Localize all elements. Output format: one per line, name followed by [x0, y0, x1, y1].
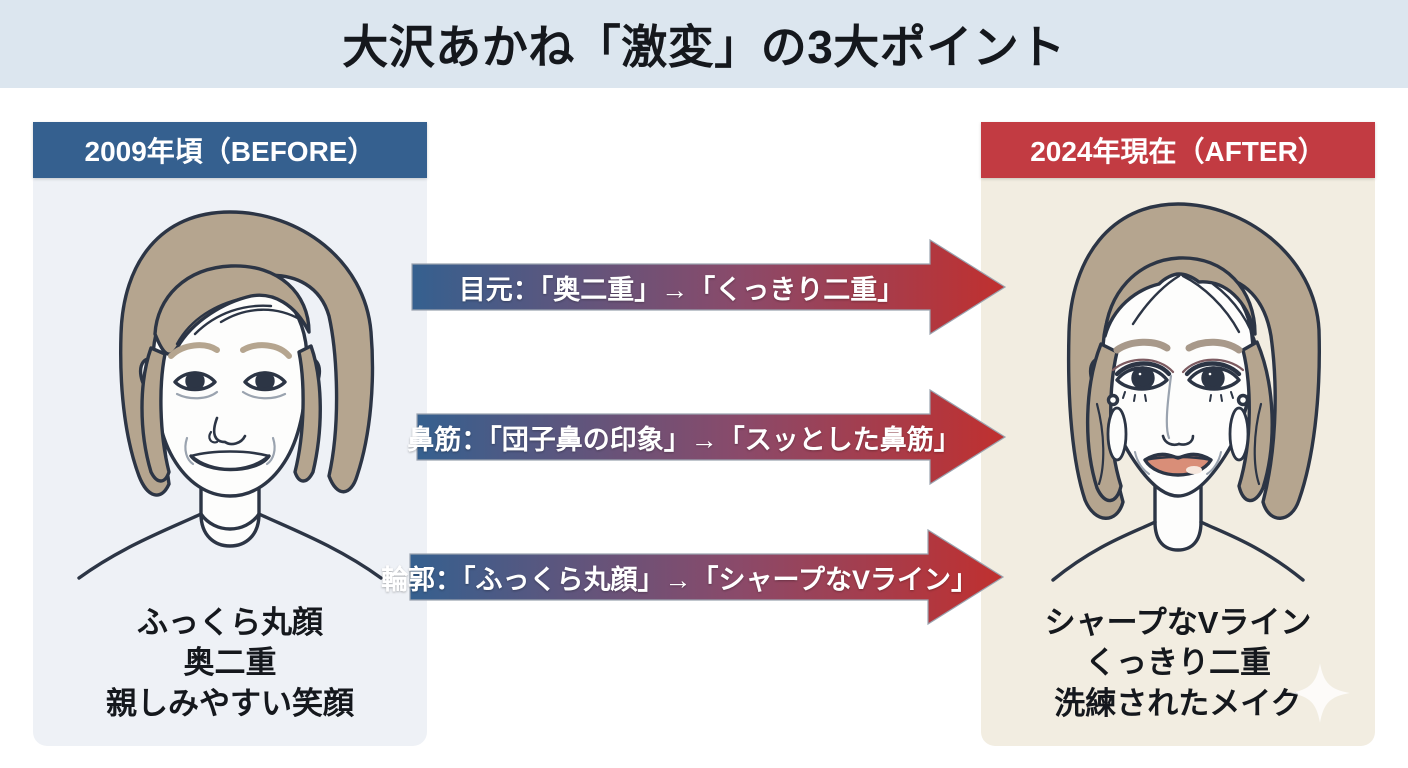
after-portrait-illustration	[1051, 202, 1321, 582]
change-arrow-facial-contour: 輪郭：「ふっくら丸顔」→「シャープなVライン」	[381, 528, 1005, 626]
before-panel: 2009年頃（BEFORE）	[33, 122, 427, 746]
title-band: 大沢あかね「激変」の3大ポイント	[0, 0, 1408, 88]
after-caption-line-2: くっきり二重	[1085, 645, 1271, 681]
page-title: 大沢あかね「激変」の3大ポイント	[342, 21, 1066, 73]
before-panel-header: 2009年頃（BEFORE）	[33, 122, 427, 178]
after-panel-header: 2024年現在（AFTER）	[981, 122, 1375, 178]
sparkle-icon	[1290, 663, 1350, 723]
before-portrait-illustration	[77, 210, 383, 580]
after-panel: 2024年現在（AFTER）	[981, 122, 1375, 746]
after-caption-line-3: 洗練されたメイク	[1054, 685, 1302, 721]
change-arrow-eyes: 目元：「奥二重」→「くっきり二重」	[410, 238, 1007, 336]
before-caption-line-2: 奥二重	[183, 645, 277, 681]
change-arrow-nose: 鼻筋：「団子鼻の印象」→「スッとした鼻筋」	[407, 388, 1007, 486]
earring-right	[1228, 393, 1250, 462]
before-caption-line-3: 親しみやすい笑顔	[106, 685, 354, 721]
after-caption: シャープなVライン くっきり二重 洗練されたメイク	[981, 603, 1375, 724]
earring-left	[1106, 393, 1128, 462]
after-caption-line-1: シャープなVライン	[1044, 605, 1312, 641]
before-caption-line-1: ふっくら丸顔	[137, 605, 323, 641]
before-caption: ふっくら丸顔 奥二重 親しみやすい笑顔	[33, 603, 427, 724]
